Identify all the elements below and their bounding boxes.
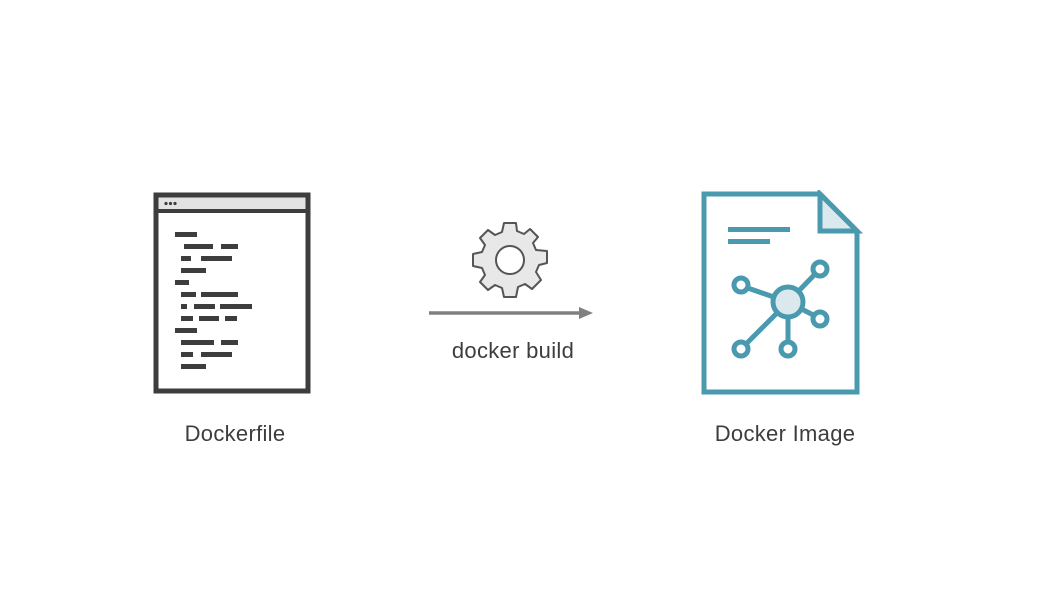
network-document-icon	[701, 190, 864, 395]
gear-icon	[472, 222, 548, 298]
docker-build-label: docker build	[451, 338, 575, 363]
dockerfile-label: Dockerfile	[184, 421, 286, 446]
build-arrow	[429, 307, 593, 319]
docker-image-label: Docker Image	[714, 421, 856, 446]
dockerfile-icon	[153, 192, 311, 394]
